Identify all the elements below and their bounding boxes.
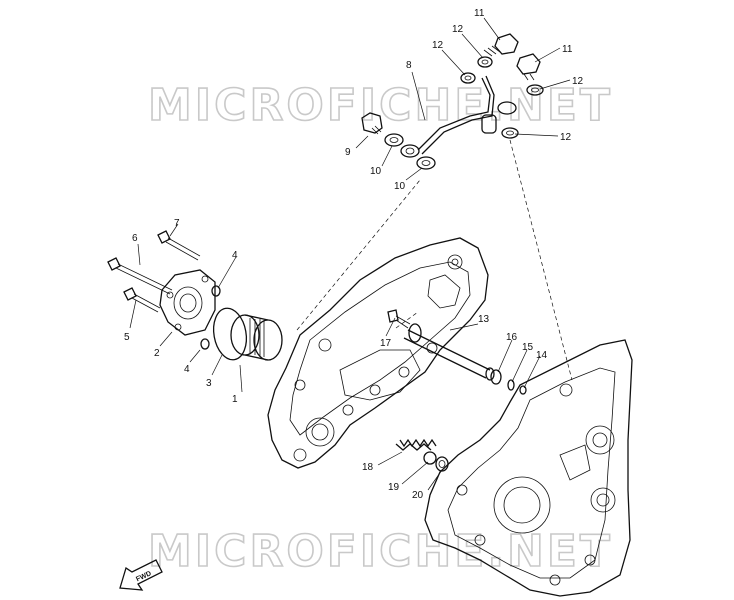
callout-3: 3	[206, 378, 212, 389]
union-bolt-11-upper	[483, 33, 519, 57]
left-crankcase	[267, 237, 489, 469]
callout-12-b: 12	[452, 24, 464, 35]
callout-18: 18	[362, 462, 374, 473]
o-ring-4-lower	[200, 338, 210, 350]
callout-2: 2	[154, 348, 160, 359]
relief-ball-19	[423, 451, 437, 465]
callout-9: 9	[345, 147, 351, 158]
bolt-7	[157, 230, 201, 261]
callout-11-upper: 11	[474, 8, 485, 19]
callout-7: 7	[174, 218, 180, 229]
callout-10-upper: 10	[370, 166, 382, 177]
callout-1: 1	[232, 394, 238, 405]
callout-4-upper: 4	[232, 250, 238, 261]
callouts: 1 2 3 4 4 5 6 7 8 9 10 10 11 11 12 12 12…	[124, 8, 584, 501]
watermark-top: MICROFICHE.NET	[148, 80, 613, 131]
callout-12-a: 12	[432, 40, 444, 51]
plug-20	[435, 456, 449, 472]
oil-filter-cover	[159, 269, 216, 336]
union-bolt-11-lower	[516, 53, 541, 81]
callout-10-lower: 10	[394, 181, 406, 192]
callout-6: 6	[132, 233, 138, 244]
o-ring-14	[519, 385, 527, 395]
leader-lines	[129, 17, 571, 491]
o-ring-16	[490, 369, 502, 385]
oil-pipe	[400, 75, 517, 158]
callout-12-c: 12	[572, 76, 584, 87]
callout-16: 16	[506, 332, 518, 343]
callout-19: 19	[388, 482, 400, 493]
o-ring-4-upper	[211, 285, 221, 297]
callout-15: 15	[522, 342, 534, 353]
callout-14: 14	[536, 350, 548, 361]
watermark-bottom: MICROFICHE.NET	[148, 526, 613, 577]
bolt-6	[107, 257, 173, 295]
oil-filter-element	[230, 314, 283, 361]
reference-lines	[296, 139, 573, 381]
union-bolt-9	[361, 112, 383, 135]
callout-13: 13	[478, 314, 490, 325]
callout-11-lower: 11	[562, 44, 573, 55]
callout-4-lower: 4	[184, 364, 190, 375]
callout-5: 5	[124, 332, 130, 343]
o-ring-15	[507, 379, 515, 391]
callout-8: 8	[406, 60, 412, 71]
callout-12-d: 12	[560, 132, 572, 143]
washers	[384, 56, 544, 170]
relief-spring	[395, 438, 437, 451]
bolt-5	[123, 287, 161, 313]
o-ring-3	[212, 307, 248, 361]
strainer-pipe	[403, 323, 495, 381]
callout-20: 20	[412, 490, 424, 501]
right-crankcase	[424, 339, 633, 597]
callout-17: 17	[380, 338, 392, 349]
